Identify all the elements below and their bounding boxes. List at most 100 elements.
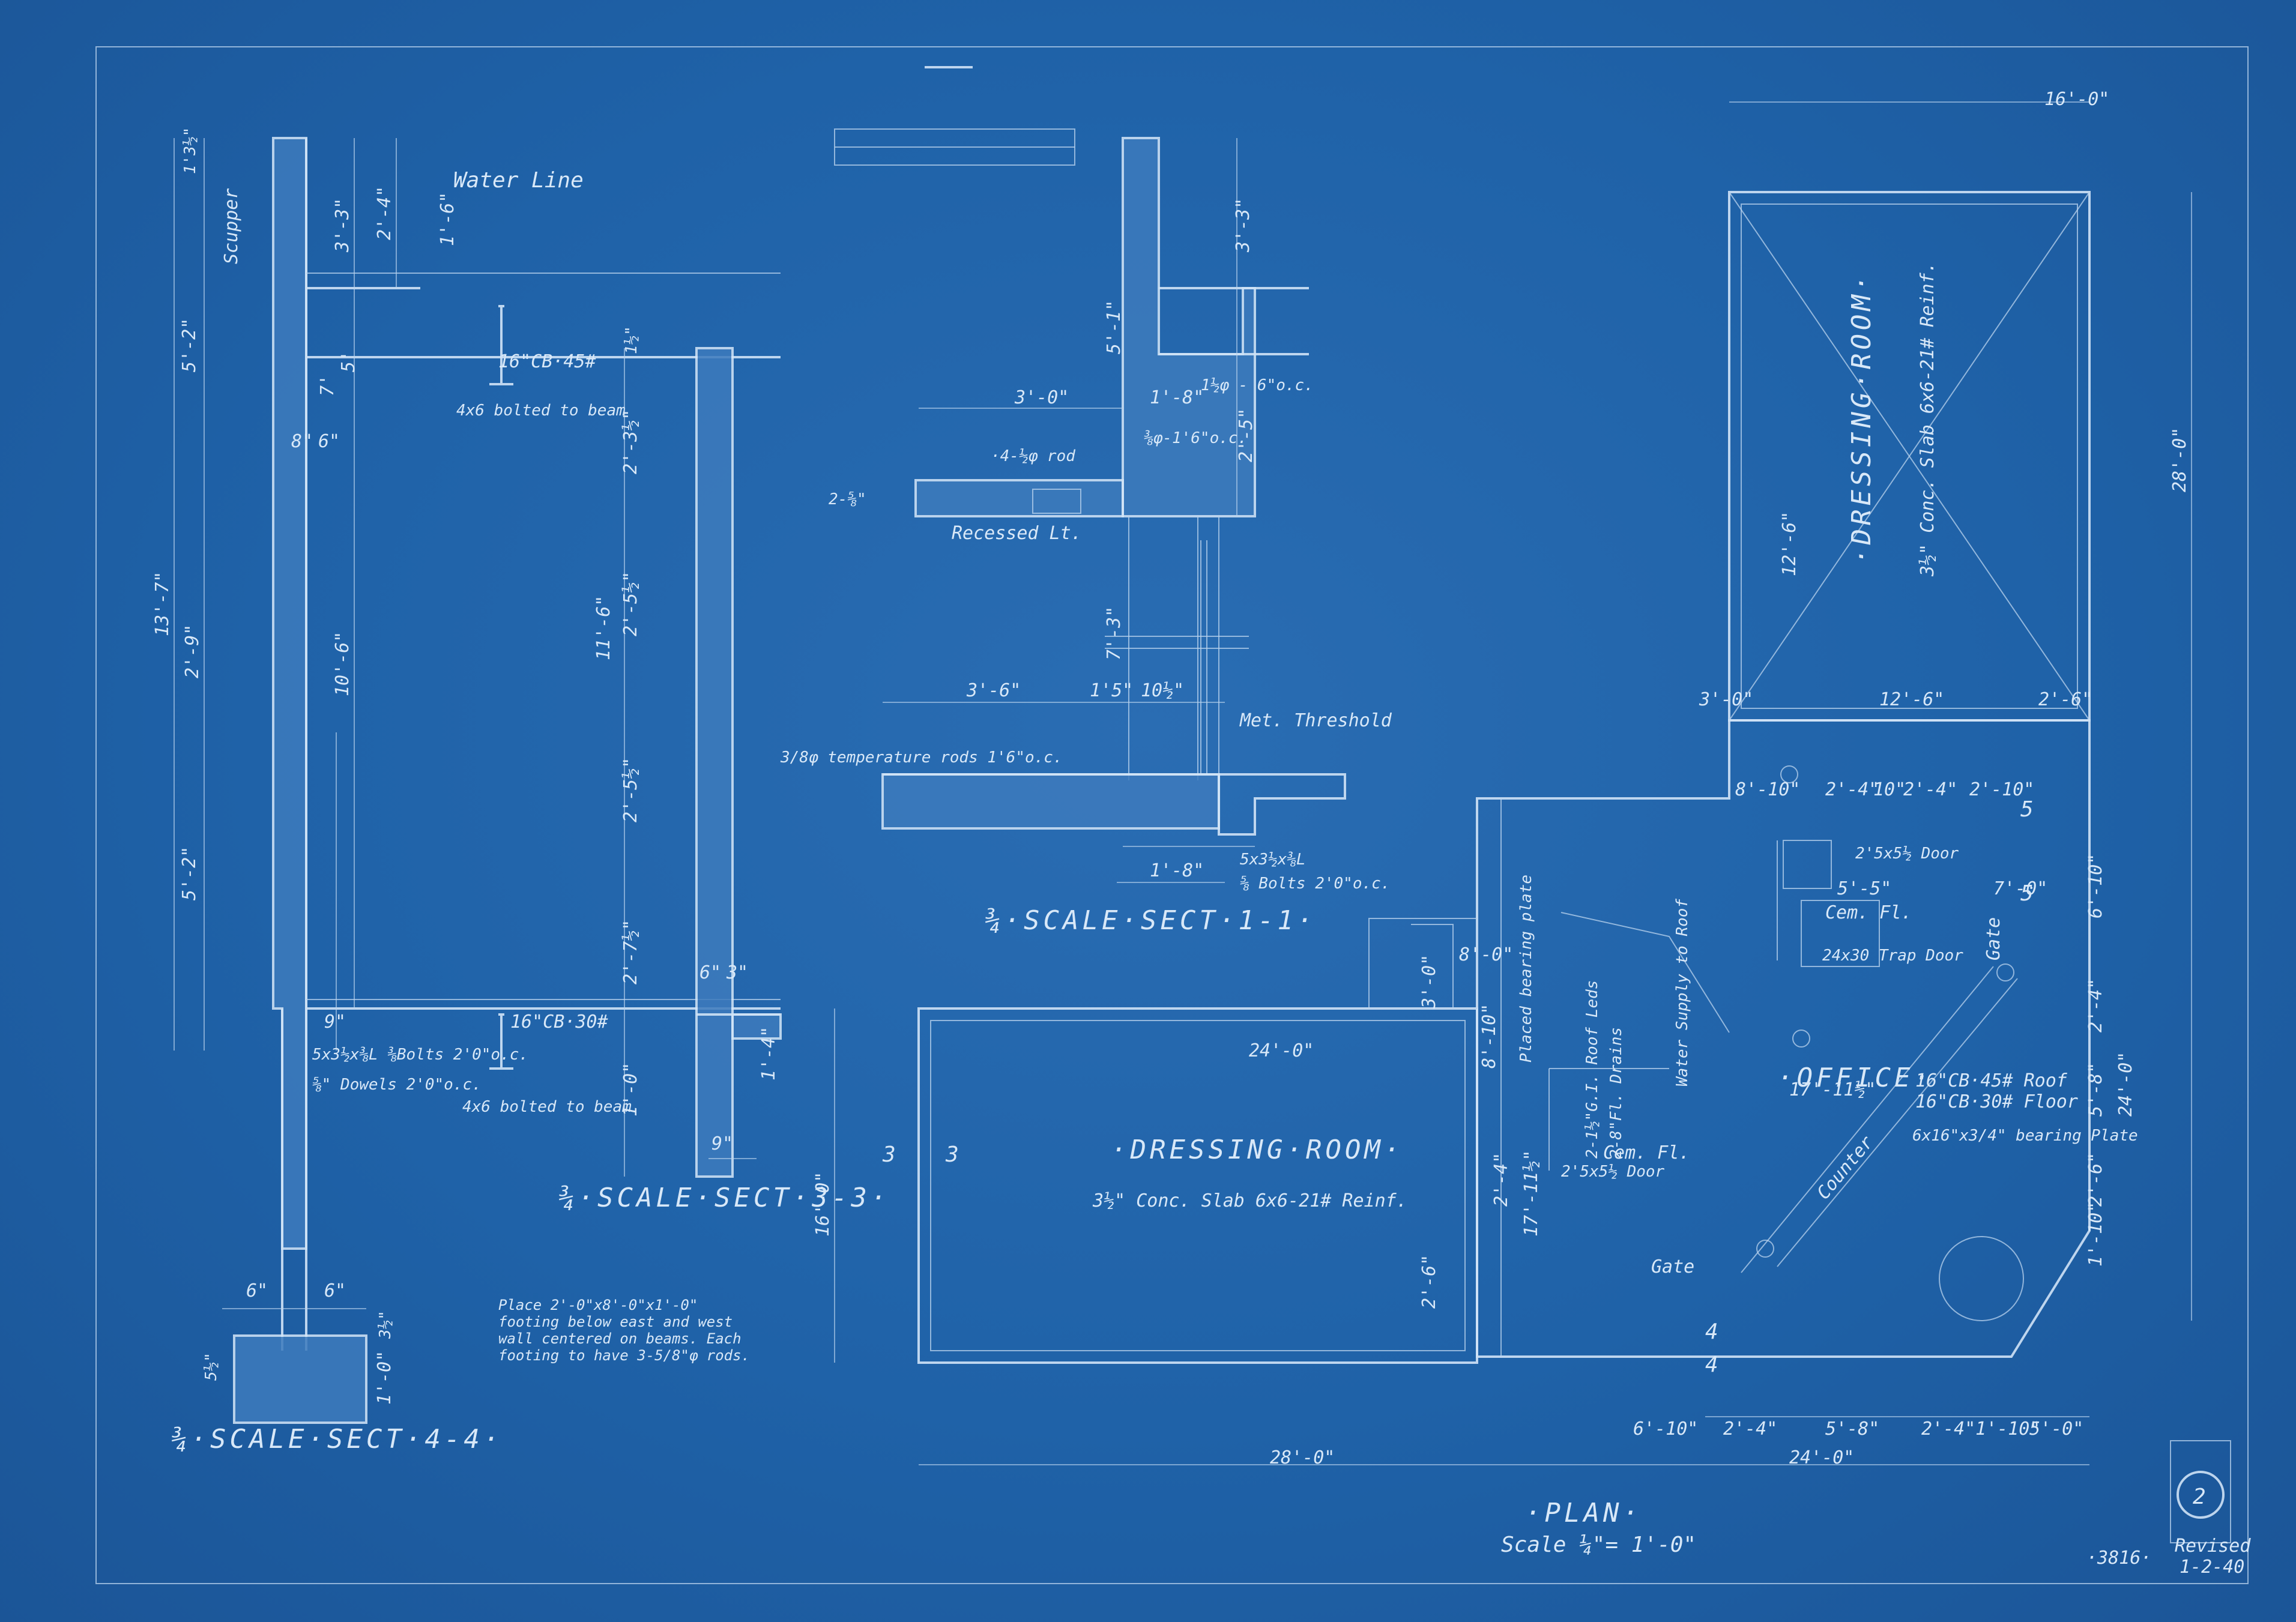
door-1-label: 2'5x5½ Door [1855,845,1959,863]
dim-4-4-4: 3'-3" [332,198,353,253]
dim-4-4-16: 3½" [376,1310,394,1339]
plan-dim-top-11: 5'-5" [1837,878,1891,899]
plan-dim-top-3: 12'-6" [1879,689,1944,710]
dim-1-1-1: 3'-3" [1233,198,1254,253]
slab-2-label: 3½" Conc. Slab 6x6-21# Reinf. [1092,1190,1407,1211]
section-mark-1: 3 [945,1142,959,1167]
dim-3-3-1: 2'-3½" [620,409,641,474]
plan-dim-bottom-6: 2'-4" [1921,1418,1975,1440]
pipe-label: 2-1½"G.I. Roof Leds [1583,980,1601,1159]
plan-dim-bottom-10: 8'-0" [1459,944,1513,965]
section-1-1 [834,128,1346,883]
gate-2-label: Gate [1983,917,2004,960]
recessed-light [1032,489,1081,514]
dim-4-4-13: 9" [324,1011,346,1033]
dim-1-1-5: 7'-3" [1104,606,1125,660]
plan-dim-top-8: 10" [1873,779,1906,800]
dim-4-4-17: 1'-0" [374,1351,395,1405]
dim-1-1-8: 10½" [1141,680,1184,701]
dim-1-1-6: 3'-6" [966,680,1021,701]
dim-4-4-3: 5'-2" [179,846,200,900]
office-outline [1476,719,2091,1358]
dim-3-3-2: 11'-6" [593,595,614,660]
section-4-4 [174,137,781,1424]
angle-label: 5x3½x⅜L ⅜Bolts 2'0"o.c. [312,1046,528,1064]
bolted1-label: 4x6 bolted to beam [456,402,626,420]
dim-1-1-9: 1'-8" [1150,860,1204,881]
dim-4-4-0: 1'3½" [181,127,199,174]
plan-dim-top-7: 2'-4" [1825,779,1879,800]
sect-1-1-title: ¾·SCALE·SECT·1-1· [985,905,1316,936]
bolted2-label: 4x6 bolted to beam [462,1098,632,1116]
office-label: ·OFFICE· [1777,1063,1933,1093]
plan-dim-bottom-5: 5'-8" [1825,1418,1879,1440]
dim-4-4-18: 5½" [202,1352,220,1381]
dim-3-3-3: 2'-5½" [620,571,641,636]
dim-4-4-1: 5'-2" [179,318,200,372]
plan-dim-top-16: 24'-0" [2115,1052,2136,1117]
dim-4-4-8: 5' [338,351,359,372]
plan-dim-bottom-2: 16'-0" [812,1172,833,1237]
rod2-label: ⅜φ-1'6"o.c. [1144,429,1247,447]
counter-label: Counter [1813,1132,1878,1204]
rod3-label: 1½φ - 6"o.c. [1201,376,1314,394]
plan-dim-top-19: 17'-11½" [1789,1079,1876,1100]
roof-plate-label: Placed bearing plate [1517,875,1535,1063]
sheet-border [95,46,2249,1584]
section-mark-4: 5 [2020,797,2034,822]
dim-3-3-6: 1'-0" [620,1063,641,1117]
water-line-label: Water Line [453,168,584,193]
plan-dim-top-15: 5'-8" [2085,1063,2106,1117]
sect-3-3-title: ¾·SCALE·SECT·3-3· [558,1183,890,1213]
plan-dim-top-17: 2'-6" [2085,1153,2106,1207]
dim-3-3-4: 2'-5½" [620,758,641,822]
dim-4-4-14: 6" [246,1280,268,1301]
footing-note-box: Place 2'-0"x8'-0"x1'-0" footing below ea… [498,1297,750,1364]
trap-door-label: 24x30 Trap Door [1822,947,1963,965]
dim-4-4-11: 2'-9" [182,624,203,678]
plan-dim-bottom-14: 2'-4" [1491,1153,1512,1207]
plan-dim-bottom-13: 12'-6" [1779,511,1800,576]
section-mark-0: 3 [882,1142,896,1167]
cem-fl-1-label: Cem. Fl. [1825,902,1912,923]
dim-4-4-9: 8" [291,431,313,452]
dim-4-4-2: 13'-7" [152,571,173,636]
threshold-label: Met. Threshold [1239,710,1392,731]
drawing-number: ·3816· [2086,1548,2151,1569]
plan-scale: Scale ¼"= 1'-0" [1501,1533,1696,1557]
plan-dim-bottom-8: 5'-0" [2029,1418,2083,1440]
dim-1-1-10: 2-⅝" [829,490,866,508]
plan-dim-top-20: 17'-11½" [1521,1150,1542,1237]
plan-dim-bottom-3: 6'-10" [1633,1418,1698,1440]
plan-dim-bottom-4: 2'-4" [1723,1418,1777,1440]
dim-4-4-7: 7' [317,375,338,396]
dim-3-3-10: 9" [711,1133,733,1154]
dim-3-3-7: 6" [699,962,721,983]
revised-label: Revised [2175,1536,2251,1557]
plan-dim-bottom-7: 1'-10" [1975,1418,2040,1440]
floor-drain-label: 2-8"Fl. Drains [1607,1027,1625,1159]
beams-2-label: 16"CB·30# Floor [1915,1091,2078,1112]
section-mark-2: 4 [1705,1319,1718,1344]
plan-dim-bottom-15: 2'-6" [1419,1255,1440,1309]
slab-1-label: 3½" Conc. Slab 6x6-21# Reinf. [1917,262,1938,577]
dim-1-1-0: 5'-1" [1104,300,1125,354]
plan-dim-top-5: 3'-0" [1699,689,1753,710]
water-label: Water Supply to Roof [1673,899,1691,1087]
plan-dim-top-18: 1'-10" [2085,1202,2106,1267]
angle-1-1-label: 5x3½x⅜L [1240,851,1306,869]
plan-dim-top-0: 16'-0" [2044,89,2109,110]
wall-3-3 [695,347,734,1178]
ceiling-slab-1-1 [914,479,1124,517]
lower-dressing-room [917,1007,1478,1364]
dim-4-4-12: 10'-6" [332,632,353,696]
plan-dim-bottom-12: 8'-10" [1479,1004,1500,1069]
dim-4-4-6: 1'-6" [437,192,458,246]
plan-dim-top-12: 7'-0" [1993,878,2047,899]
dim-3-3-5: 2'-7½" [620,920,641,984]
recessed-light-label: Recessed Lt. [952,523,1082,544]
plan-title: ·PLAN· [1525,1498,1642,1528]
dim-3-3-8: 3" [726,962,748,983]
dim-1-1-7: 1'5" [1090,680,1133,701]
